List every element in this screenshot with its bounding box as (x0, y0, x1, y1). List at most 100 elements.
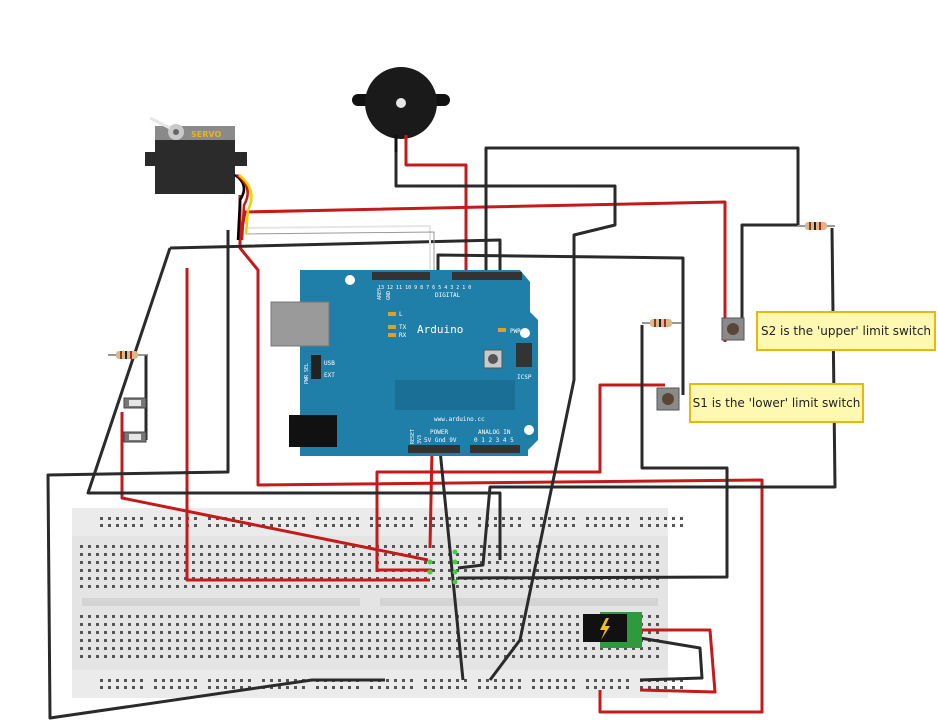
breadboard-hole (320, 655, 323, 658)
breadboard-hole (502, 517, 505, 520)
breadboard-hole (312, 623, 315, 626)
breadboard-hole (576, 561, 579, 564)
breadboard-hole (648, 524, 651, 527)
breadboard-hole (96, 577, 99, 580)
breadboard-hole (162, 679, 165, 682)
breadboard-hole (224, 545, 227, 548)
breadboard-hole (532, 517, 535, 520)
breadboard-hole (144, 655, 147, 658)
breadboard-hole (386, 679, 389, 682)
breadboard-hole (488, 631, 491, 634)
breadboard-hole (104, 545, 107, 548)
arduino-aref-label: AREF (377, 288, 383, 300)
breadboard-hole (324, 686, 327, 689)
breadboard-hole (410, 686, 413, 689)
breadboard-hole (160, 545, 163, 548)
breadboard-hole (344, 623, 347, 626)
breadboard-hole (602, 686, 605, 689)
breadboard-hole (200, 647, 203, 650)
breadboard-hole (368, 615, 371, 618)
breadboard-hole (344, 545, 347, 548)
breadboard-hole (320, 585, 323, 588)
arduino-board: Arduino www.arduino.cc 13 12 11 10 9 8 7… (270, 270, 538, 456)
breadboard-hole (88, 545, 91, 548)
switches (123, 317, 745, 443)
breadboard-hole (424, 553, 427, 556)
breadboard-hole (560, 545, 563, 548)
breadboard-hole (464, 569, 467, 572)
breadboard-hole (632, 545, 635, 548)
breadboard-hole (360, 623, 363, 626)
breadboard-hole (392, 623, 395, 626)
breadboard-hole (502, 524, 505, 527)
breadboard-hole (140, 517, 143, 520)
breadboard-hole (184, 623, 187, 626)
breadboard-hole (610, 686, 613, 689)
breadboard-hole (208, 679, 211, 682)
breadboard-hole (504, 655, 507, 658)
breadboard-hole (368, 553, 371, 556)
wire-black-gnd (438, 449, 465, 681)
breadboard-hole (486, 686, 489, 689)
breadboard-hole (216, 524, 219, 527)
breadboard-hole (648, 585, 651, 588)
breadboard-hole (144, 639, 147, 642)
breadboard-hole (408, 545, 411, 548)
breadboard-hole (296, 585, 299, 588)
breadboard-hole (304, 655, 307, 658)
breadboard-hole (200, 553, 203, 556)
wire-black-left-bar (169, 238, 502, 278)
breadboard-hole (504, 623, 507, 626)
breadboard-hole (128, 631, 131, 634)
breadboard-hole (344, 615, 347, 618)
breadboard-hole (624, 545, 627, 548)
breadboard-hole (154, 679, 157, 682)
breadboard-hole (472, 561, 475, 564)
breadboard-hole (88, 655, 91, 658)
breadboard-hole (136, 561, 139, 564)
breadboard-hole (288, 545, 291, 548)
breadboard-hole (584, 561, 587, 564)
breadboard-hole (520, 561, 523, 564)
breadboard-hole (232, 686, 235, 689)
breadboard-hole (232, 655, 235, 658)
breadboard-hole (504, 561, 507, 564)
breadboard-hole (336, 569, 339, 572)
header-analog (470, 445, 520, 453)
breadboard-hole (304, 615, 307, 618)
breadboard-hole (672, 524, 675, 527)
breadboard-hole (302, 524, 305, 527)
breadboard-hole (194, 679, 197, 682)
breadboard-hole (286, 686, 289, 689)
breadboard-hole (136, 585, 139, 588)
breadboard-hole (536, 569, 539, 572)
breadboard-hole (340, 524, 343, 527)
breadboard-hole (608, 545, 611, 548)
breadboard-hole (152, 631, 155, 634)
breadboard-hole (424, 615, 427, 618)
breadboard-hole (280, 569, 283, 572)
breadboard-hole (112, 585, 115, 588)
breadboard-hole (128, 553, 131, 556)
breadboard-hole (168, 585, 171, 588)
breadboard-hole (378, 517, 381, 520)
arduino-digital-pins: 13 12 11 10 9 8 7 6 5 4 3 2 1 0 (378, 285, 471, 291)
breadboard-hole (392, 639, 395, 642)
breadboard-hole (332, 524, 335, 527)
breadboard-hole (112, 569, 115, 572)
breadboard-hole (624, 553, 627, 556)
breadboard-hole (108, 517, 111, 520)
breadboard-hole (144, 631, 147, 634)
breadboard-hole (280, 623, 283, 626)
breadboard-hole (120, 577, 123, 580)
breadboard-hole (424, 524, 427, 527)
breadboard-hole (512, 569, 515, 572)
breadboard-hole (288, 631, 291, 634)
breadboard-hole (162, 524, 165, 527)
breadboard-hole (440, 623, 443, 626)
breadboard-hole (368, 655, 371, 658)
breadboard-hole (296, 545, 299, 548)
breadboard-hole (176, 655, 179, 658)
breadboard-hole (618, 679, 621, 682)
